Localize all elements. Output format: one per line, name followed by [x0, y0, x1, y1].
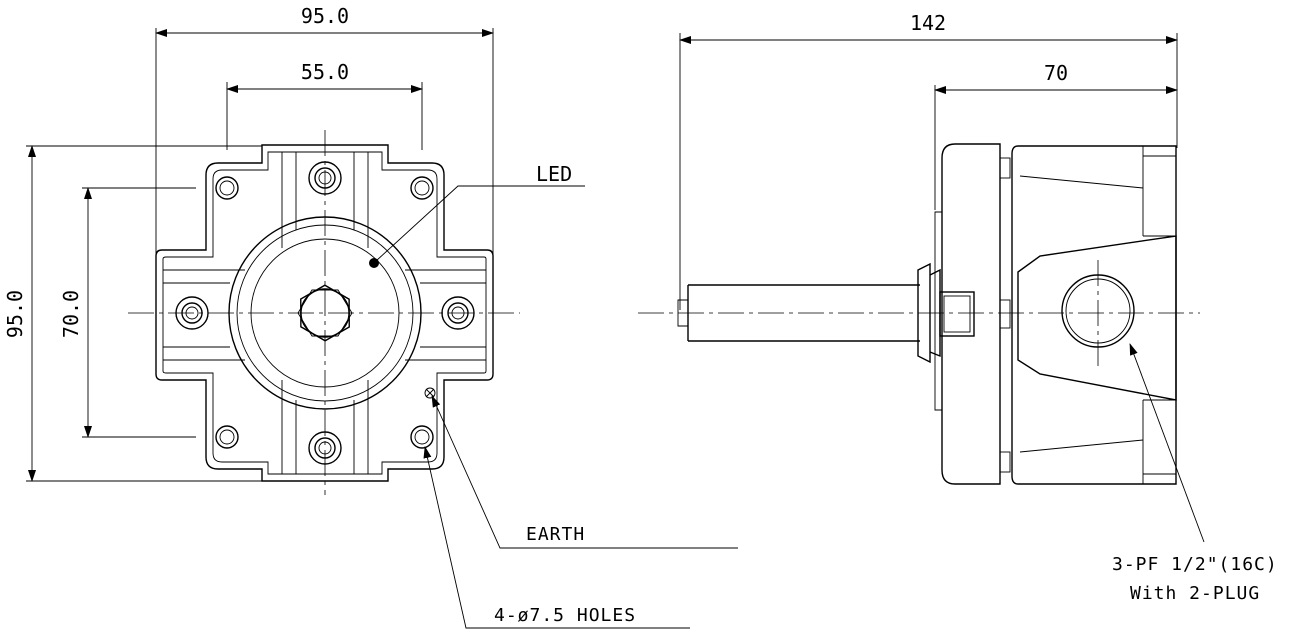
- callout-earth: EARTH: [526, 524, 585, 545]
- dim-hole-spacing-x: 55.0: [301, 60, 349, 84]
- side-bezel: [941, 143, 1001, 485]
- dim-hole-spacing-y: 70.0: [59, 290, 83, 338]
- earth-terminal: [424, 387, 436, 399]
- side-conduit-boss: [1017, 235, 1177, 401]
- callout-led: LED: [536, 162, 572, 186]
- dim-overall-width: 95.0: [301, 4, 349, 28]
- dim-body-length: 70: [1044, 61, 1068, 85]
- callout-conduit-line1: 3-PF 1/2"(16C): [1112, 554, 1278, 575]
- dim-overall-length: 142: [910, 11, 946, 35]
- front-body-outline: [155, 144, 494, 482]
- leader-holes: [423, 446, 690, 629]
- callout-holes: 4-ø7.5 HOLES: [494, 605, 636, 626]
- front-view: 95.0 55.0 95.0 70.0: [3, 4, 738, 629]
- leader-earth: [431, 395, 738, 549]
- side-bushing: [917, 262, 931, 364]
- side-housing: [1011, 145, 1177, 485]
- callout-conduit-line2: With 2-PLUG: [1130, 583, 1260, 604]
- side-view: 142 70 3-PF 1/2"(16C): [638, 11, 1278, 604]
- leader-conduit: [1129, 343, 1205, 543]
- mounting-holes: [215, 176, 434, 449]
- dim-overall-height: 95.0: [3, 290, 27, 338]
- leader-led: [375, 185, 585, 262]
